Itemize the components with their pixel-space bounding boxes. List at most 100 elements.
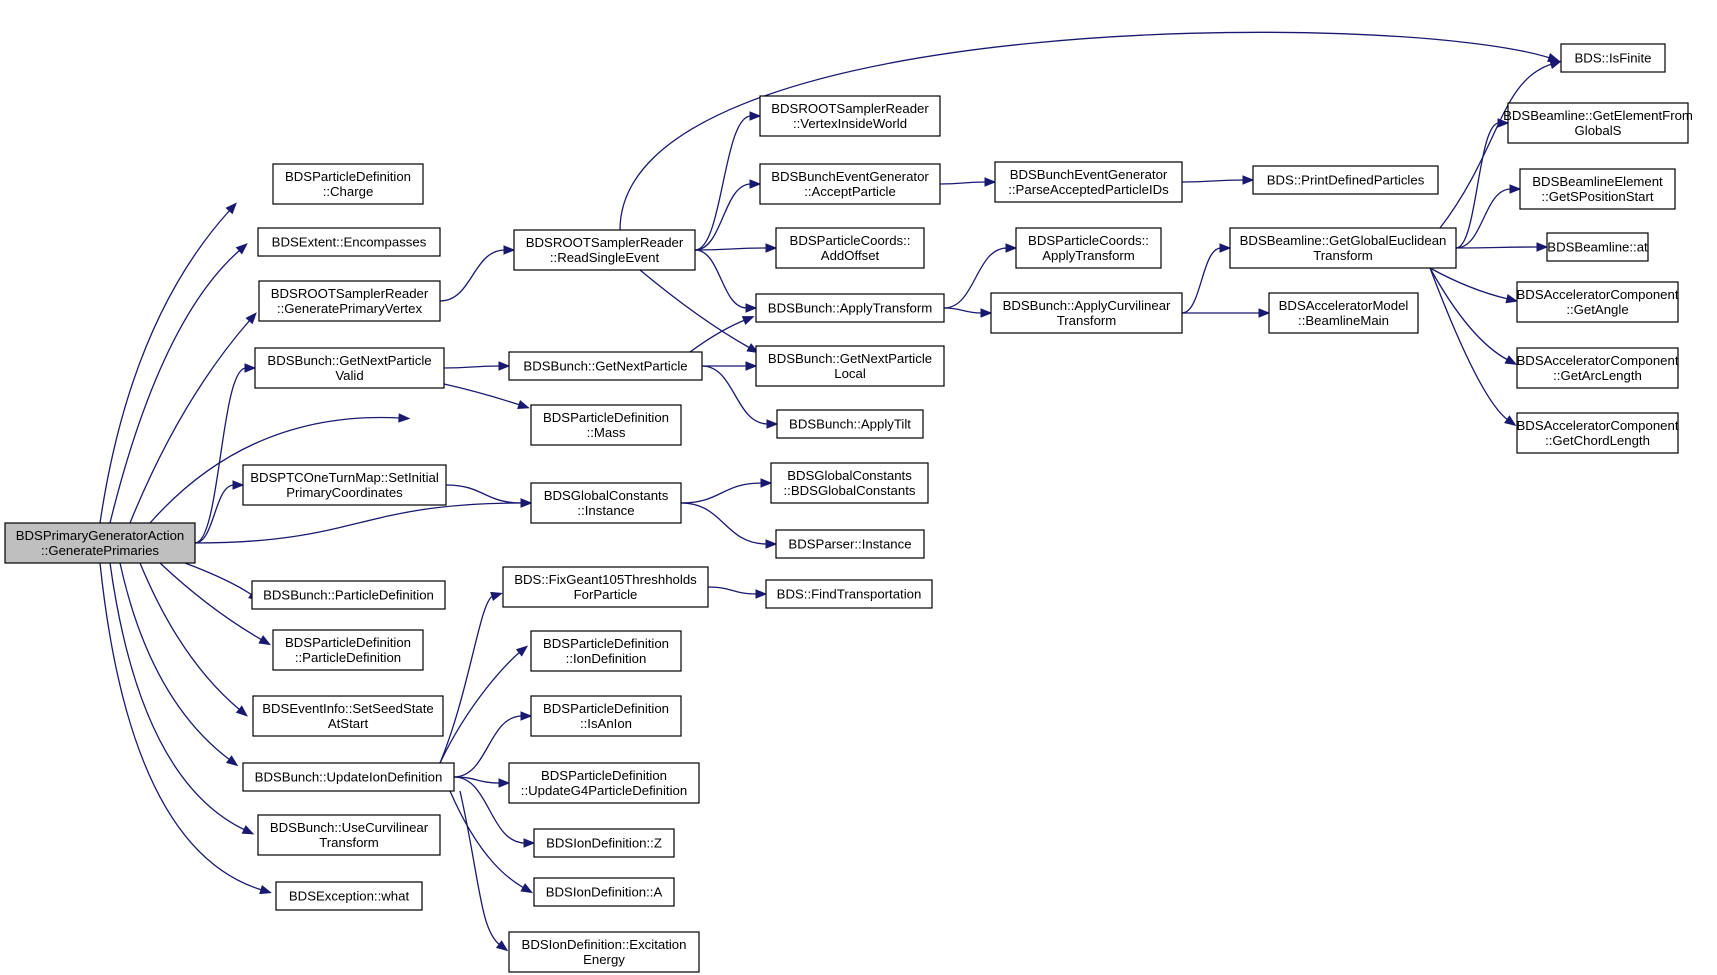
node-label-line: BDSPrimaryGeneratorAction xyxy=(16,528,185,543)
function-node-n30[interactable]: BDSIonDefinition::A xyxy=(533,877,675,907)
arrowhead-icon xyxy=(517,400,530,410)
node-label-line: ::Mass xyxy=(587,425,626,440)
arrowhead-icon xyxy=(258,635,271,646)
function-node-n20[interactable]: BDSBunch::ApplyTransform xyxy=(755,293,945,323)
function-node-n5[interactable]: BDSParticleDefinition::Mass xyxy=(530,404,682,446)
arrowhead-icon xyxy=(749,111,762,121)
function-node-n44[interactable]: BDSAcceleratorComponent::GetChordLength xyxy=(1516,412,1679,454)
node-box xyxy=(242,762,455,792)
node-label-line: PrimaryCoordinates xyxy=(286,485,403,500)
edge-line xyxy=(453,715,523,778)
node-label-line: BDSBunch::UseCurvilinear xyxy=(270,820,429,835)
function-node-n2[interactable]: BDSExtent::Encompasses xyxy=(257,227,441,257)
arrowhead-icon xyxy=(1549,59,1562,69)
edge-line xyxy=(1455,188,1512,249)
function-node-n7[interactable]: BDSGlobalConstants::Instance xyxy=(530,482,682,524)
node-label-line: Transform xyxy=(1057,313,1117,328)
node-box xyxy=(776,409,924,439)
edge-n20-to-n33 xyxy=(943,243,1018,309)
arrowhead-icon xyxy=(745,303,758,313)
edge-line xyxy=(443,365,501,369)
node-label-line: AtStart xyxy=(328,716,369,731)
node-box xyxy=(4,522,196,564)
edge-n11-to-n29 xyxy=(453,776,536,848)
edge-n25-to-n35 xyxy=(707,586,768,599)
function-node-n29[interactable]: BDSIonDefinition::Z xyxy=(533,828,675,858)
edge-line xyxy=(439,595,494,764)
node-label-line: BDSBeamline::GetElementFrom xyxy=(1503,108,1693,123)
function-node-n14[interactable]: BDSROOTSamplerReader::ReadSingleEvent xyxy=(513,229,696,271)
edge-line xyxy=(1429,267,1509,300)
function-node-n33[interactable]: BDSParticleCoords::ApplyTransform xyxy=(1015,227,1162,269)
function-node-n22[interactable]: BDSBunch::ApplyTilt xyxy=(776,409,924,439)
function-node-n11[interactable]: BDSBunch::UpdateIonDefinition xyxy=(242,762,455,792)
function-node-n35[interactable]: BDS::FindTransportation xyxy=(765,579,933,609)
node-box xyxy=(1507,102,1689,144)
edge-line xyxy=(1429,267,1509,421)
function-node-n43[interactable]: BDSAcceleratorComponent::GetArcLength xyxy=(1516,347,1679,389)
function-node-n41[interactable]: BDSBeamline::at xyxy=(1546,232,1649,262)
function-node-n18[interactable]: BDSBunchEventGenerator::AcceptParticle xyxy=(759,163,941,205)
edge-line xyxy=(943,307,983,314)
function-node-n19[interactable]: BDSParticleCoords::AddOffset xyxy=(775,227,925,269)
function-node-n23[interactable]: BDSGlobalConstants::BDSGlobalConstants xyxy=(770,462,929,504)
edge-line xyxy=(439,651,521,764)
edge-line xyxy=(194,367,247,544)
function-node-n9[interactable]: BDSParticleDefinition::ParticleDefinitio… xyxy=(272,629,424,671)
node-box xyxy=(258,280,441,322)
function-node-n1[interactable]: BDSParticleDefinition::Charge xyxy=(272,163,424,205)
function-node-n38[interactable]: BDSAcceleratorModel::BeamlineMain xyxy=(1268,292,1419,334)
function-node-n32[interactable]: BDSBunchEventGenerator::ParseAcceptedPar… xyxy=(994,161,1183,203)
arrowhead-icon xyxy=(1497,118,1510,128)
node-label-line: BDSParticleDefinition xyxy=(541,768,667,783)
node-label-line: BDSBunch::ParticleDefinition xyxy=(263,588,434,603)
node-label-line: BDSBunch::UpdateIonDefinition xyxy=(255,770,443,785)
function-node-n24[interactable]: BDSParser::Instance xyxy=(775,529,925,559)
function-node-n36[interactable]: BDS::PrintDefinedParticles xyxy=(1252,165,1439,195)
edge-n0-to-n2 xyxy=(109,243,248,524)
function-node-n16[interactable]: BDS::IsFinite xyxy=(1560,43,1666,73)
edge-n11-to-n25 xyxy=(439,591,503,764)
node-label-line: BDSAcceleratorComponent xyxy=(1517,287,1679,302)
function-node-n27[interactable]: BDSParticleDefinition::IsAnIon xyxy=(530,695,682,737)
node-label-line: BDSParticleDefinition xyxy=(285,169,411,184)
edge-line xyxy=(159,562,263,641)
function-node-n40[interactable]: BDSBeamlineElement::GetSPositionStart xyxy=(1519,168,1676,210)
edge-line xyxy=(194,484,235,544)
function-node-n28[interactable]: BDSParticleDefinition::UpdateG4ParticleD… xyxy=(508,762,700,804)
edge-line xyxy=(680,482,763,504)
node-box xyxy=(257,227,441,257)
arrowhead-icon xyxy=(760,478,773,488)
function-node-n26[interactable]: BDSParticleDefinition::IonDefinition xyxy=(530,630,682,672)
function-node-n15[interactable]: BDSBunch::GetNextParticle xyxy=(508,351,703,381)
function-node-n13[interactable]: BDSException::what xyxy=(275,881,423,911)
function-node-n17[interactable]: BDSROOTSamplerReader::VertexInsideWorld xyxy=(759,95,941,137)
node-box xyxy=(530,404,682,446)
edge-n7-to-n24 xyxy=(680,502,778,549)
edge-n14-to-n21 xyxy=(639,269,760,354)
edge-line xyxy=(694,183,752,251)
node-label-line: Transform xyxy=(1313,248,1373,263)
node-label-line: BDSAcceleratorComponent xyxy=(1517,418,1679,433)
arrowhead-icon xyxy=(498,361,511,371)
edge-n20-to-n34 xyxy=(943,307,993,318)
edge-n18-to-n32 xyxy=(939,177,997,187)
node-box xyxy=(755,345,945,387)
function-node-n8[interactable]: BDSBunch::ParticleDefinition xyxy=(251,580,446,610)
arrowhead-icon xyxy=(244,363,257,373)
edge-line xyxy=(99,562,263,891)
function-node-n6[interactable]: BDSPTCOneTurnMap::SetInitialPrimaryCoord… xyxy=(242,464,447,506)
function-node-n0[interactable]: BDSPrimaryGeneratorAction::GeneratePrima… xyxy=(4,522,196,564)
function-node-n3[interactable]: BDSROOTSamplerReader::GeneratePrimaryVer… xyxy=(258,280,441,322)
function-node-n42[interactable]: BDSAcceleratorComponent::GetAngle xyxy=(1516,281,1679,323)
arrowhead-icon xyxy=(749,179,762,189)
